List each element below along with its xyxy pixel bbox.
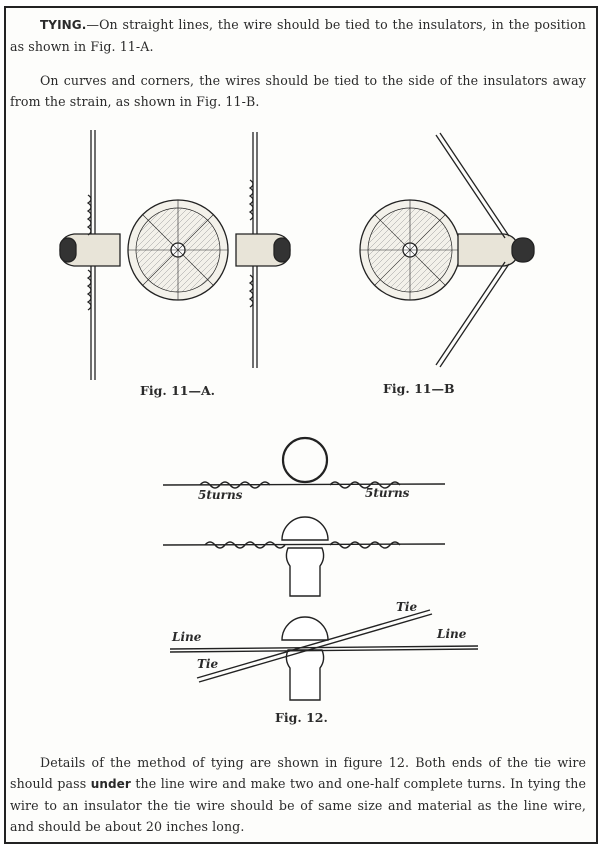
turns-label-left: 5turns <box>198 488 243 502</box>
fig-12-drawing <box>162 436 479 701</box>
tying-heading: TYING. <box>40 18 87 32</box>
details-text-2: the line wire and make two and one-half … <box>10 776 587 834</box>
fig-12-caption: Fig. 12. <box>275 710 328 725</box>
tying-text: —On straight lines, the wire should be t… <box>10 17 586 54</box>
fig-11b-drawing <box>359 132 535 368</box>
page-frame <box>4 6 598 844</box>
tie-label-bottom: Tie <box>197 657 219 671</box>
fig-11a-caption: Fig. 11—A. <box>140 383 216 398</box>
line-label-left: Line <box>172 630 202 644</box>
paragraph-tying: TYING.—On straight lines, the wire shoul… <box>10 14 586 57</box>
paragraph-curves: On curves and corners, the wires should … <box>10 70 586 112</box>
details-text-1: Details of the method of tying are shown… <box>10 755 586 791</box>
details-emphasis: under <box>90 777 131 791</box>
curves-text: On curves and corners, the wires should … <box>10 73 586 109</box>
fig-11b-caption: Fig. 11—B <box>383 381 455 396</box>
turns-label-right: 5turns <box>365 486 410 500</box>
line-label-right: Line <box>437 627 467 641</box>
fig-11a-drawing <box>59 130 291 380</box>
paragraph-details: Details of the method of tying are shown… <box>10 752 586 837</box>
tie-label-top: Tie <box>396 600 418 614</box>
